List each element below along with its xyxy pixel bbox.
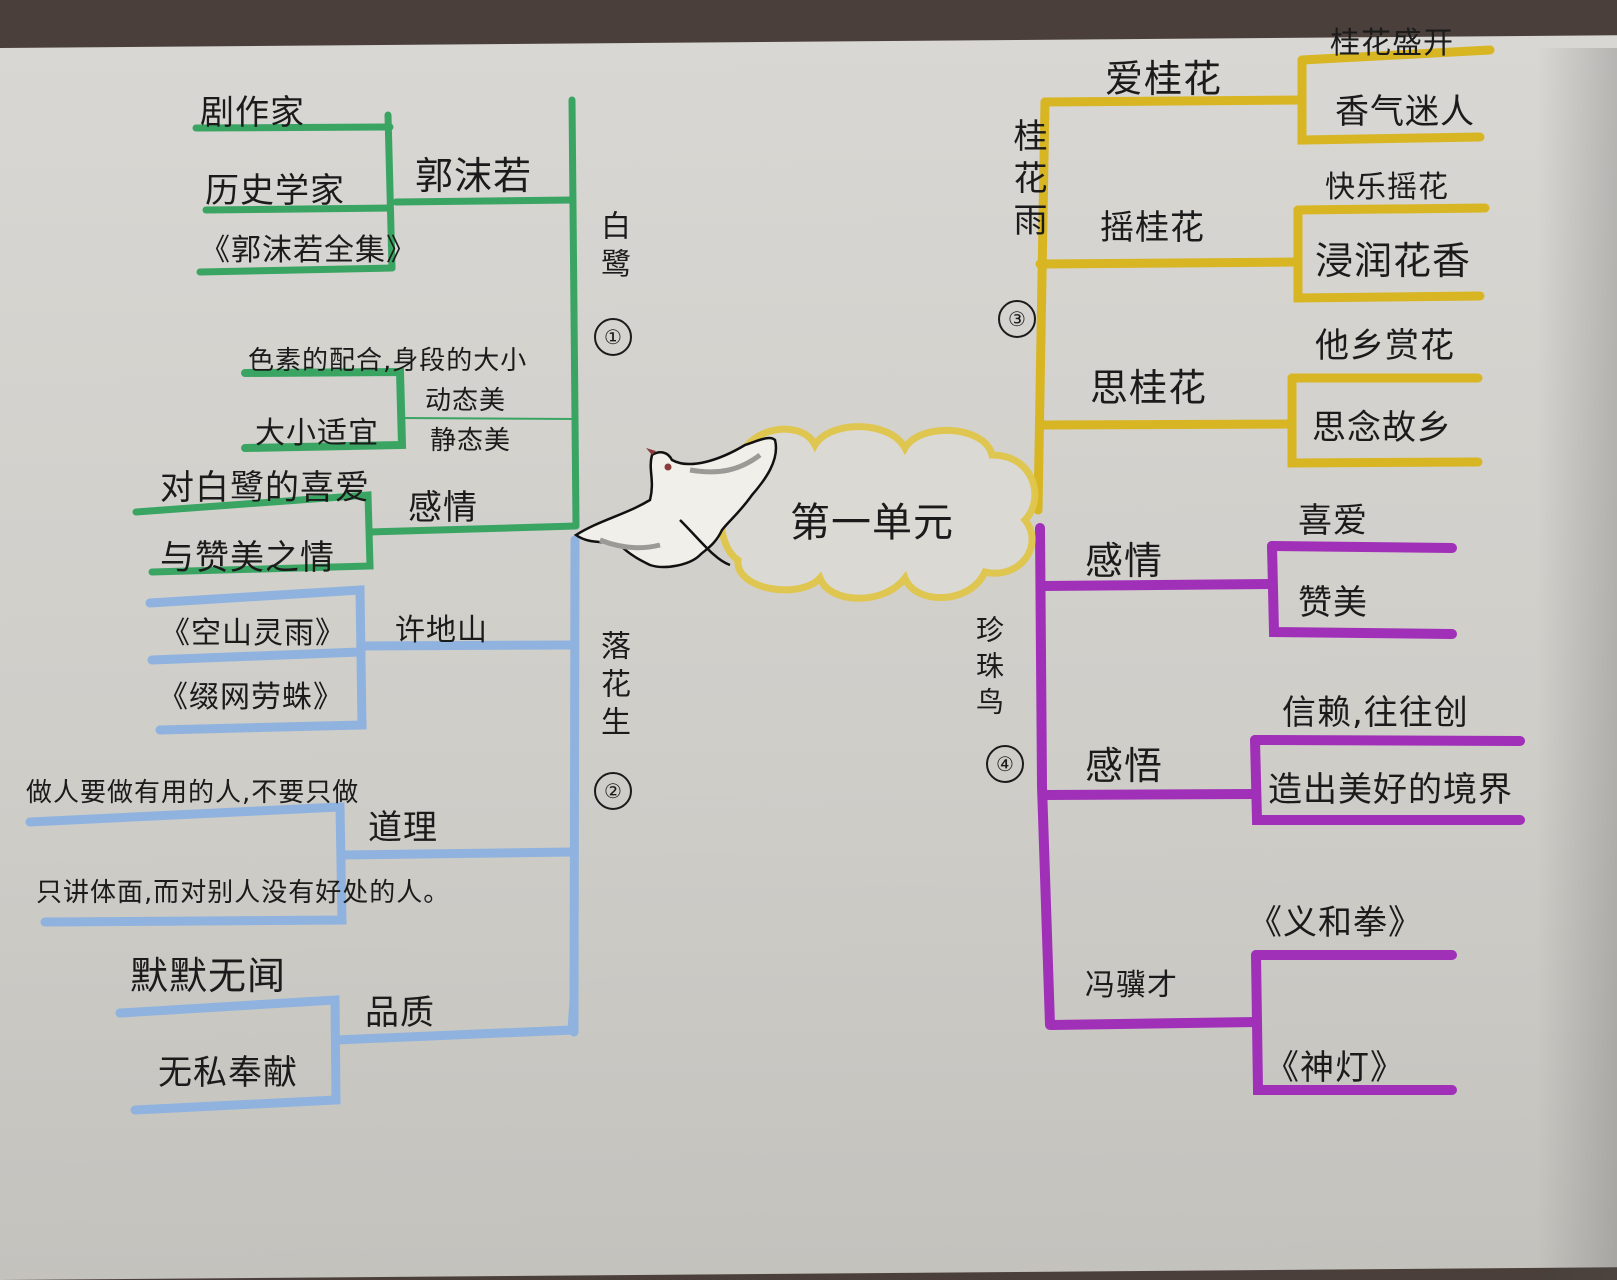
node-xudishan: 许地山 [395, 613, 488, 648]
branch-number-3: ③ [998, 300, 1036, 338]
branch-title-guihuayu: 桂花雨 [1007, 118, 1047, 244]
leaf-zhuiwang-laozhu: 《缀网劳蛛》 [158, 680, 344, 715]
leaf-taxiang-shanghua: 他乡赏花 [1315, 326, 1455, 366]
leaf-dui-bailu-xiai: 对白鹭的喜爱 [160, 468, 370, 508]
leaf-daxiao-shiyi: 大小适宜 [255, 416, 379, 451]
leaf-momo-wuwen: 默默无闻 [130, 954, 287, 998]
leaf-jujuajia: 剧作家 [200, 93, 305, 133]
leaf-xiangqi-miren: 香气迷人 [1335, 92, 1475, 132]
leaf-wusi-fengxian: 无私奉献 [158, 1053, 298, 1093]
branch-number-2: ② [594, 772, 632, 810]
node-fengjicai: 冯骥才 [1085, 968, 1178, 1003]
paper-shadow [1537, 48, 1617, 1280]
node-dongtaimei: 动态美 [425, 386, 507, 416]
branch-title-luohuasheng: 落花生 [595, 630, 630, 744]
center-cloud [717, 423, 1039, 602]
node-si-guihua: 思桂花 [1090, 366, 1208, 410]
leaf-sinian-guxiang: 思念故乡 [1312, 408, 1452, 448]
leaf-zanmei-zhiqing: 与赞美之情 [160, 538, 335, 578]
leaf-bujiang-timian: 只讲体面,而对别人没有好处的人。 [36, 878, 451, 908]
node-ganqing-bailu: 感情 [408, 488, 478, 528]
node-jingtaimei: 静态美 [430, 426, 512, 456]
leaf-guomoruo-quanji: 《郭沫若全集》 [200, 233, 417, 268]
branch-lines-zhenzhuniao [1035, 523, 1525, 1095]
branch-lines-guihuayu [1033, 45, 1495, 515]
node-daoli: 道理 [368, 808, 438, 848]
leaf-kuaile-yaohua: 快乐摇花 [1325, 170, 1449, 205]
leaf-zaochu-meihao-jingjie: 造出美好的境界 [1268, 770, 1513, 810]
node-ganwu: 感悟 [1085, 744, 1164, 788]
leaf-secai-peihe: 色素的配合,身段的大小 [248, 346, 528, 376]
leaf-guihua-shengkai: 桂花盛开 [1330, 26, 1454, 61]
leaf-zuoren-youyong: 做人要做有用的人,不要只做 [26, 778, 360, 808]
node-ganqing-zhenzhuniao: 感情 [1085, 539, 1164, 583]
central-topic: 第一单元 [790, 500, 954, 546]
leaf-yihequan: 《义和拳》 [1248, 903, 1423, 943]
leaf-lishixuejia: 历史学家 [205, 171, 345, 211]
branch-lines-luohuasheng [25, 535, 580, 1115]
leaf-shendeng: 《神灯》 [1265, 1048, 1405, 1088]
leaf-xinlai-wangwang-chuang: 信赖,往往创 [1282, 693, 1469, 733]
branch-title-bailu: 白鹭 [595, 210, 630, 286]
dove-icon [573, 436, 778, 569]
leaf-xiai: 喜爱 [1298, 501, 1368, 541]
branch-number-4: ④ [986, 745, 1024, 783]
node-guomoruo: 郭沫若 [415, 154, 533, 198]
node-yao-guihua: 摇桂花 [1100, 208, 1205, 248]
leaf-jinrun-huaxiang: 浸润花香 [1315, 239, 1472, 283]
leaf-zanmei: 赞美 [1298, 583, 1368, 623]
node-pinzhi: 品质 [365, 993, 435, 1033]
branch-lines-bailu [132, 96, 580, 576]
node-ai-guihua: 爱桂花 [1105, 57, 1223, 101]
leaf-kongshan-lingyu: 《空山灵雨》 [160, 616, 346, 651]
branch-number-1: ① [594, 318, 632, 356]
branch-title-zhenzhuniao: 珍珠鸟 [972, 615, 1005, 723]
